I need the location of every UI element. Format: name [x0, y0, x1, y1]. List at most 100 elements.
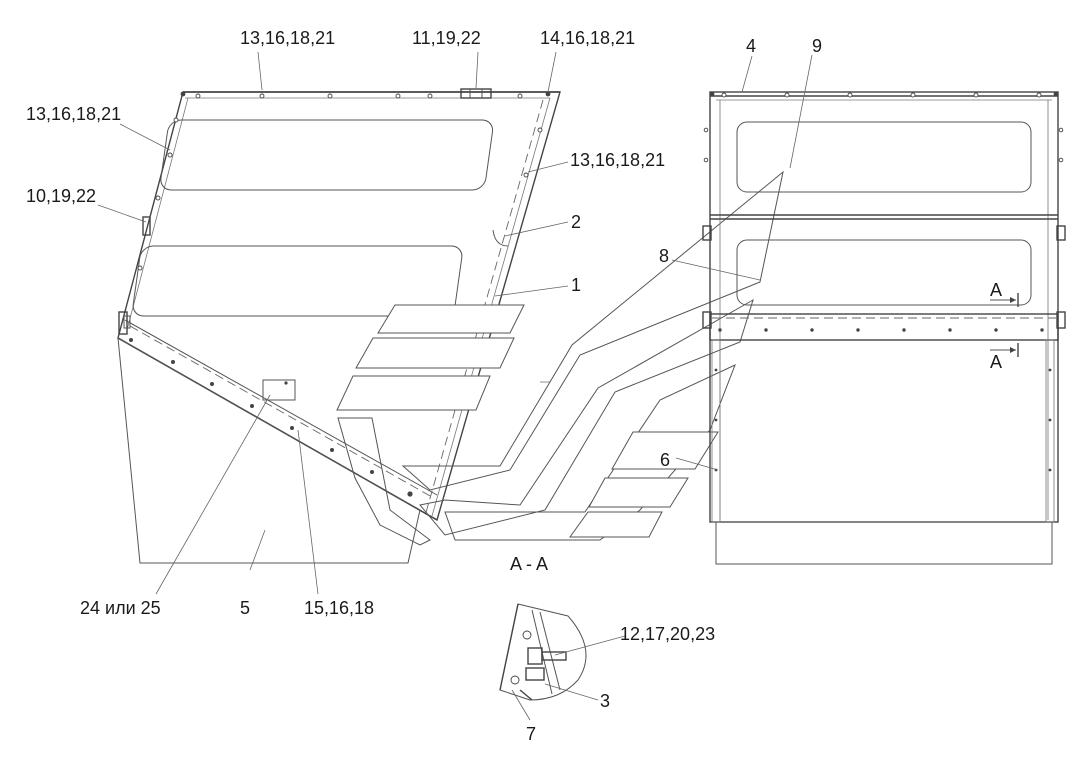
crossbar-bolt [994, 328, 998, 332]
post-bolt [1048, 368, 1052, 372]
detail-bolt-head [527, 647, 543, 665]
exploded-panels [336, 170, 784, 546]
bolt-hole [703, 127, 709, 133]
crossbar-bolt [810, 328, 814, 332]
bolt-hole [1058, 127, 1064, 133]
left-latch [142, 216, 151, 236]
detail-seal [519, 689, 533, 701]
front-view [702, 91, 1066, 565]
front-lower-window [736, 239, 1032, 306]
chevron-stub [337, 417, 431, 546]
top-hinge [460, 88, 492, 99]
detail-bracket-2 [539, 611, 561, 691]
label-top-middle-hinge: 11,19,22 [412, 28, 481, 48]
label-part-4: 4 [746, 36, 756, 56]
bolt-hole [259, 93, 265, 99]
callout-labels: 13,16,18,21 11,19,22 14,16,18,21 13,16,1… [26, 28, 1002, 744]
bottom-rail-upper [124, 319, 438, 496]
leader [257, 51, 263, 91]
left-hinge-upper [702, 225, 712, 241]
label-top-right-fasteners: 14,16,18,21 [540, 28, 635, 48]
pane-6c [569, 511, 663, 538]
rail-bolt [129, 338, 133, 342]
leader [527, 161, 569, 173]
left-hinge-lower [702, 311, 712, 329]
right-lower-post [1045, 339, 1055, 523]
section-arrowhead-upper [1010, 297, 1016, 303]
label-bottom-plate: 24 или 25 [80, 598, 161, 618]
leader [789, 54, 813, 169]
leader [97, 204, 147, 223]
bolt-hole [1036, 92, 1042, 98]
bolt-hole [155, 195, 161, 201]
rail-bolt [330, 448, 334, 452]
corner-bolt [545, 91, 551, 97]
plate-bolt [284, 381, 288, 385]
leader [475, 51, 479, 89]
label-part-1: 1 [571, 275, 581, 295]
corner-bolt [1053, 91, 1059, 97]
rail-bolt [407, 491, 413, 497]
post-bolt [714, 368, 718, 372]
panel-notch [492, 229, 509, 247]
label-bottom-fasteners: 15,16,18 [304, 598, 374, 618]
bolt-hole [537, 127, 543, 133]
pane-6b [588, 477, 689, 508]
leader [547, 51, 557, 93]
pane-6a [611, 431, 719, 470]
section-detail [499, 603, 587, 701]
label-section-upper: A [990, 280, 1002, 300]
leader [671, 259, 761, 281]
leader [297, 429, 319, 595]
bolt-hole [973, 92, 979, 98]
leader [119, 123, 171, 151]
label-part-5: 5 [240, 598, 250, 618]
detail-outline [499, 603, 587, 701]
bolt-hole [523, 172, 529, 178]
post-bolt [1048, 468, 1052, 472]
leader [494, 285, 569, 297]
crossbar-bolt [948, 328, 952, 332]
rail-bolt [171, 360, 175, 364]
left-bracket [118, 311, 128, 335]
label-part-6: 6 [660, 450, 670, 470]
label-part-2: 2 [571, 212, 581, 232]
leader [155, 394, 271, 595]
rail-bolt [290, 426, 294, 430]
label-detail-fasteners: 12,17,20,23 [620, 624, 715, 644]
bottom-rail-hidden [129, 325, 433, 498]
detail-bolt-shaft [541, 651, 567, 661]
bolt-hole [195, 93, 201, 99]
rail-bolt [210, 382, 214, 386]
post-bolt [1048, 418, 1052, 422]
panel-part-8 [419, 298, 754, 536]
label-left-latch: 10,19,22 [26, 186, 96, 206]
bolt-hole [173, 117, 179, 123]
bolt-hole [427, 93, 433, 99]
bolt-hole [395, 93, 401, 99]
bolt-hole [1058, 157, 1064, 163]
front-skirt [715, 521, 1053, 565]
label-part-8: 8 [659, 246, 669, 266]
leader-lines [97, 51, 813, 721]
front-upper-window [736, 121, 1032, 193]
crossbar-bolt [764, 328, 768, 332]
rail-bolt [370, 470, 374, 474]
bolt-hole [167, 152, 173, 158]
panel-part-1 [401, 170, 784, 491]
right-hinge-upper [1056, 225, 1066, 241]
lower-skirt-panel [117, 337, 421, 564]
bolt-hole [137, 265, 143, 271]
lower-window [132, 245, 463, 317]
leader [741, 55, 753, 93]
label-part-3: 3 [600, 691, 610, 711]
corner-bolt [180, 91, 186, 97]
detail-nut [525, 667, 545, 681]
leader [554, 635, 626, 656]
leader [511, 689, 531, 721]
rail-plate [262, 379, 296, 401]
label-part-9: 9 [812, 36, 822, 56]
detail-hole [510, 675, 520, 685]
crossbar-bolt [856, 328, 860, 332]
